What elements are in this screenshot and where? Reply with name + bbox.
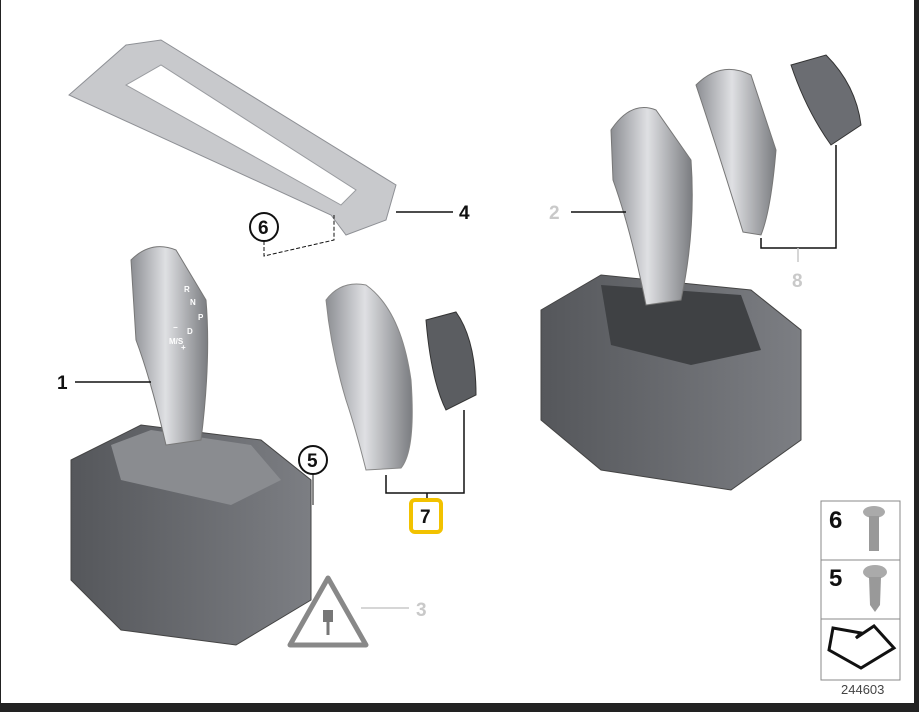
knob-cover-set <box>325 283 477 471</box>
callout-7: 7 <box>420 507 431 528</box>
callout-8: 8 <box>792 271 803 292</box>
knob-mark-p: P <box>198 313 204 322</box>
callout-4: 4 <box>459 203 470 224</box>
knob-mark-ms: M/S <box>169 337 184 346</box>
trim-frame <box>68 39 397 236</box>
callout-3: 3 <box>416 600 427 621</box>
knob-trim-set <box>695 54 862 236</box>
shift-module-right <box>540 107 802 491</box>
arrow-symbol-icon <box>827 624 897 670</box>
callout-1: 1 <box>57 373 68 394</box>
esd-warning-icon <box>287 575 369 648</box>
shift-module-left: R N P D M/S + − <box>70 246 312 646</box>
callout-7-highlight <box>409 498 443 534</box>
fastener-legend: 6 5 <box>820 500 901 681</box>
diagram-number: 244603 <box>841 682 884 697</box>
knob-mark-d: D <box>187 327 193 336</box>
knob-mark-minus: − <box>173 323 178 332</box>
callout-5: 5 <box>307 451 318 472</box>
callout-2: 2 <box>549 203 560 224</box>
screw-5-icon <box>863 565 887 579</box>
legend-number-5: 5 <box>829 565 842 592</box>
knob-mark-n: N <box>190 298 196 307</box>
legend-number-6: 6 <box>829 507 842 534</box>
callout-6: 6 <box>258 218 269 239</box>
knob-mark-plus: + <box>181 343 186 352</box>
screw-6-icon <box>863 506 885 518</box>
knob-mark-r: R <box>184 285 190 294</box>
